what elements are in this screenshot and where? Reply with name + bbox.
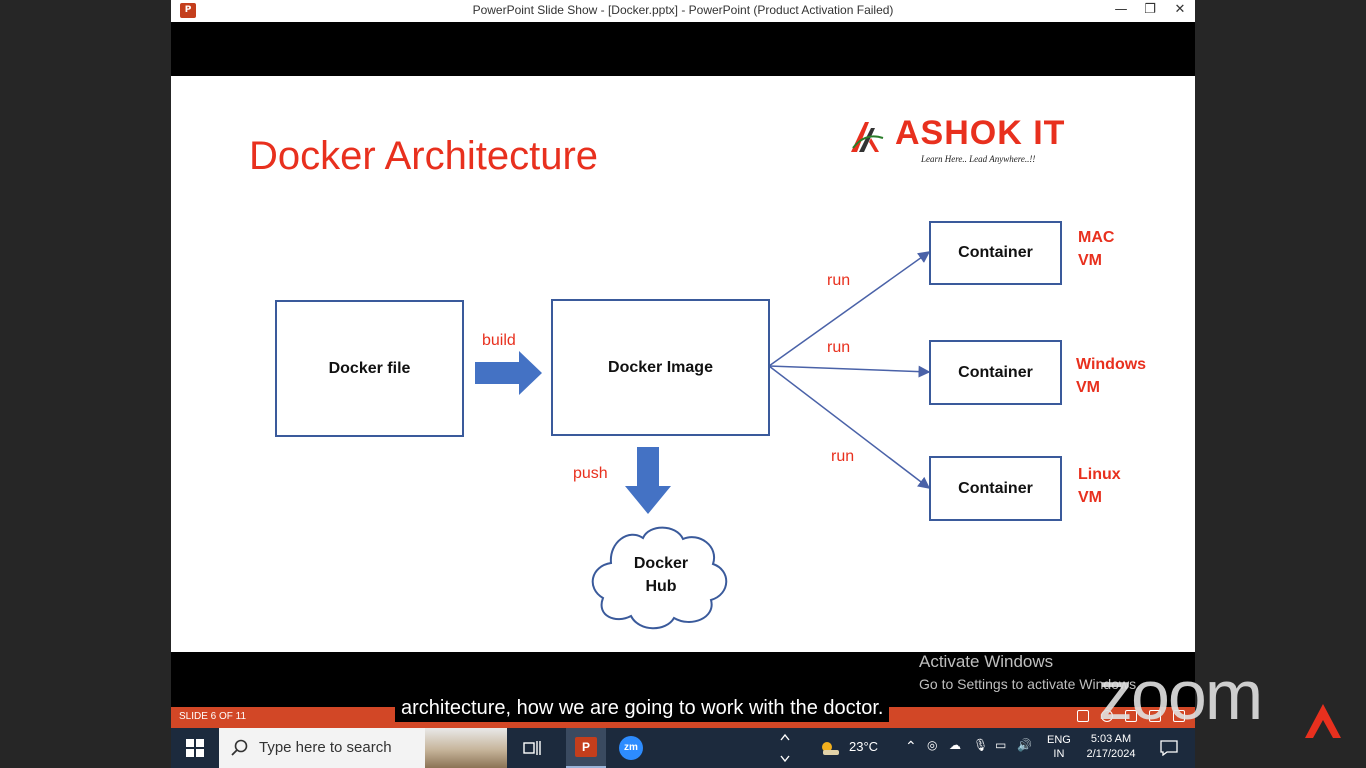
run-line-windows — [768, 365, 931, 378]
docker-image-box: Docker Image — [551, 299, 770, 436]
logo-mark-icon — [851, 122, 884, 152]
taskbar-powerpoint[interactable]: P — [566, 728, 606, 768]
docker-hub-label: Docker Hub — [611, 552, 711, 598]
zoom-corner-logo-icon — [1305, 704, 1341, 738]
weather-sun-icon — [822, 742, 839, 755]
taskbar-zoom[interactable]: zm — [613, 728, 649, 768]
run-label-windows: run — [827, 339, 851, 356]
onedrive-icon[interactable]: ☁ — [949, 738, 961, 752]
slide-sorter-icon[interactable] — [1149, 710, 1161, 722]
run-label-linux: run — [831, 448, 855, 465]
taskbar: Type here to search P zm — [171, 728, 1195, 768]
container-box-linux: Container — [929, 456, 1062, 521]
meet-now-icon[interactable]: ◎ — [927, 738, 938, 752]
weather-button[interactable] — [817, 728, 843, 768]
task-view-icon — [523, 741, 541, 755]
slide-counter: SLIDE 6 OF 11 — [179, 711, 247, 722]
push-label: push — [573, 465, 608, 482]
powerpoint-app-icon[interactable]: P — [180, 3, 196, 18]
powerpoint-icon: P — [575, 737, 597, 757]
diagram-connectors — [475, 251, 931, 630]
taskbar-scroll[interactable] — [777, 728, 793, 768]
docker-hub-cloud — [591, 526, 728, 630]
start-button[interactable] — [183, 728, 207, 768]
vm-linux-line1: Linux — [1078, 466, 1121, 483]
windows-logo-icon — [186, 739, 204, 757]
activate-windows-watermark: Activate Windows Go to Settings to activ… — [919, 652, 1140, 692]
view-buttons — [1077, 710, 1185, 722]
run-line-linux — [768, 365, 931, 489]
logo-tagline: Learn Here.. Lead Anywhere..!! — [921, 154, 1036, 164]
show-hidden-icons-chevron-up-icon[interactable]: ⌃ — [905, 738, 917, 754]
build-label: build — [482, 332, 516, 349]
close-button[interactable]: ✕ — [1174, 2, 1186, 17]
notification-center-button[interactable] — [1155, 728, 1183, 768]
ashok-it-logo: ASHOK IT Learn Here.. Lead Anywhere..!! — [849, 114, 1089, 170]
notes-icon[interactable] — [1077, 710, 1089, 722]
container-box-windows: Container — [929, 340, 1062, 405]
slide[interactable]: Docker Architecture ASHOK IT Learn Here.… — [171, 76, 1195, 652]
vm-label-windows: Windows VM — [1076, 353, 1146, 399]
vm-linux-line2: VM — [1078, 489, 1102, 506]
activate-title: Activate Windows — [919, 652, 1054, 671]
language-indicator[interactable]: ENG IN — [1047, 733, 1071, 761]
clock-time: 5:03 AM — [1090, 733, 1132, 745]
system-tray: 23°C ⌃ ◎ ☁ 🎙 ▭ 🔊 ENG IN 5:03 AM 2/17/202… — [811, 728, 1195, 768]
docker-hub-line1: Docker — [633, 555, 689, 572]
microphone-icon[interactable]: 🎙 — [973, 738, 989, 752]
normal-view-icon[interactable] — [1173, 710, 1185, 722]
vm-windows-line1: Windows — [1076, 356, 1147, 373]
docker-file-box: Docker file — [275, 300, 464, 437]
restore-button[interactable]: ❐ — [1144, 2, 1156, 17]
network-icon[interactable]: ▭ — [995, 738, 1007, 752]
search-icon — [231, 739, 248, 756]
search-placeholder: Type here to search — [259, 739, 392, 756]
vm-windows-line2: VM — [1076, 379, 1100, 396]
scroll-arrows-icon — [780, 733, 790, 763]
volume-icon[interactable]: 🔊 — [1017, 738, 1032, 752]
language-line1: ENG — [1047, 734, 1071, 746]
slide-title: Docker Architecture — [249, 134, 599, 178]
push-arrow — [625, 447, 671, 514]
minimize-button[interactable]: — — [1114, 2, 1128, 17]
search-highlight-image — [425, 728, 507, 768]
powerpoint-window: P PowerPoint Slide Show - [Docker.pptx] … — [171, 0, 1195, 728]
activate-subtitle: Go to Settings to activate Windows. — [919, 676, 1140, 692]
reading-view-icon[interactable] — [1125, 710, 1137, 722]
vm-label-linux: Linux VM — [1078, 463, 1121, 509]
vm-label-mac: MAC VM — [1078, 226, 1114, 272]
run-line-mac — [768, 251, 931, 367]
task-view-button[interactable] — [517, 728, 547, 768]
run-label-mac: run — [827, 272, 851, 289]
container-box-mac: Container — [929, 221, 1062, 285]
live-caption: architecture, how we are going to work w… — [395, 695, 890, 722]
weather-temperature[interactable]: 23°C — [849, 739, 879, 754]
zoom-watermark: zoom — [1098, 656, 1263, 734]
clock[interactable]: 5:03 AM 2/17/2024 — [1081, 732, 1141, 762]
docker-hub-line2: Hub — [645, 578, 677, 595]
slideshow-icon[interactable] — [1101, 710, 1113, 722]
taskbar-search[interactable]: Type here to search — [219, 728, 507, 768]
logo-name: ASHOK IT — [895, 114, 1066, 152]
clock-date: 2/17/2024 — [1086, 748, 1136, 760]
vm-mac-line1: MAC — [1078, 229, 1115, 246]
language-line2: IN — [1053, 748, 1065, 760]
window-title: PowerPoint Slide Show - [Docker.pptx] - … — [472, 3, 894, 17]
zoom-icon: zm — [619, 736, 643, 760]
vm-mac-line2: VM — [1078, 252, 1102, 269]
build-arrow — [475, 351, 542, 395]
notification-icon — [1160, 740, 1178, 756]
title-bar: P PowerPoint Slide Show - [Docker.pptx] … — [171, 0, 1195, 22]
